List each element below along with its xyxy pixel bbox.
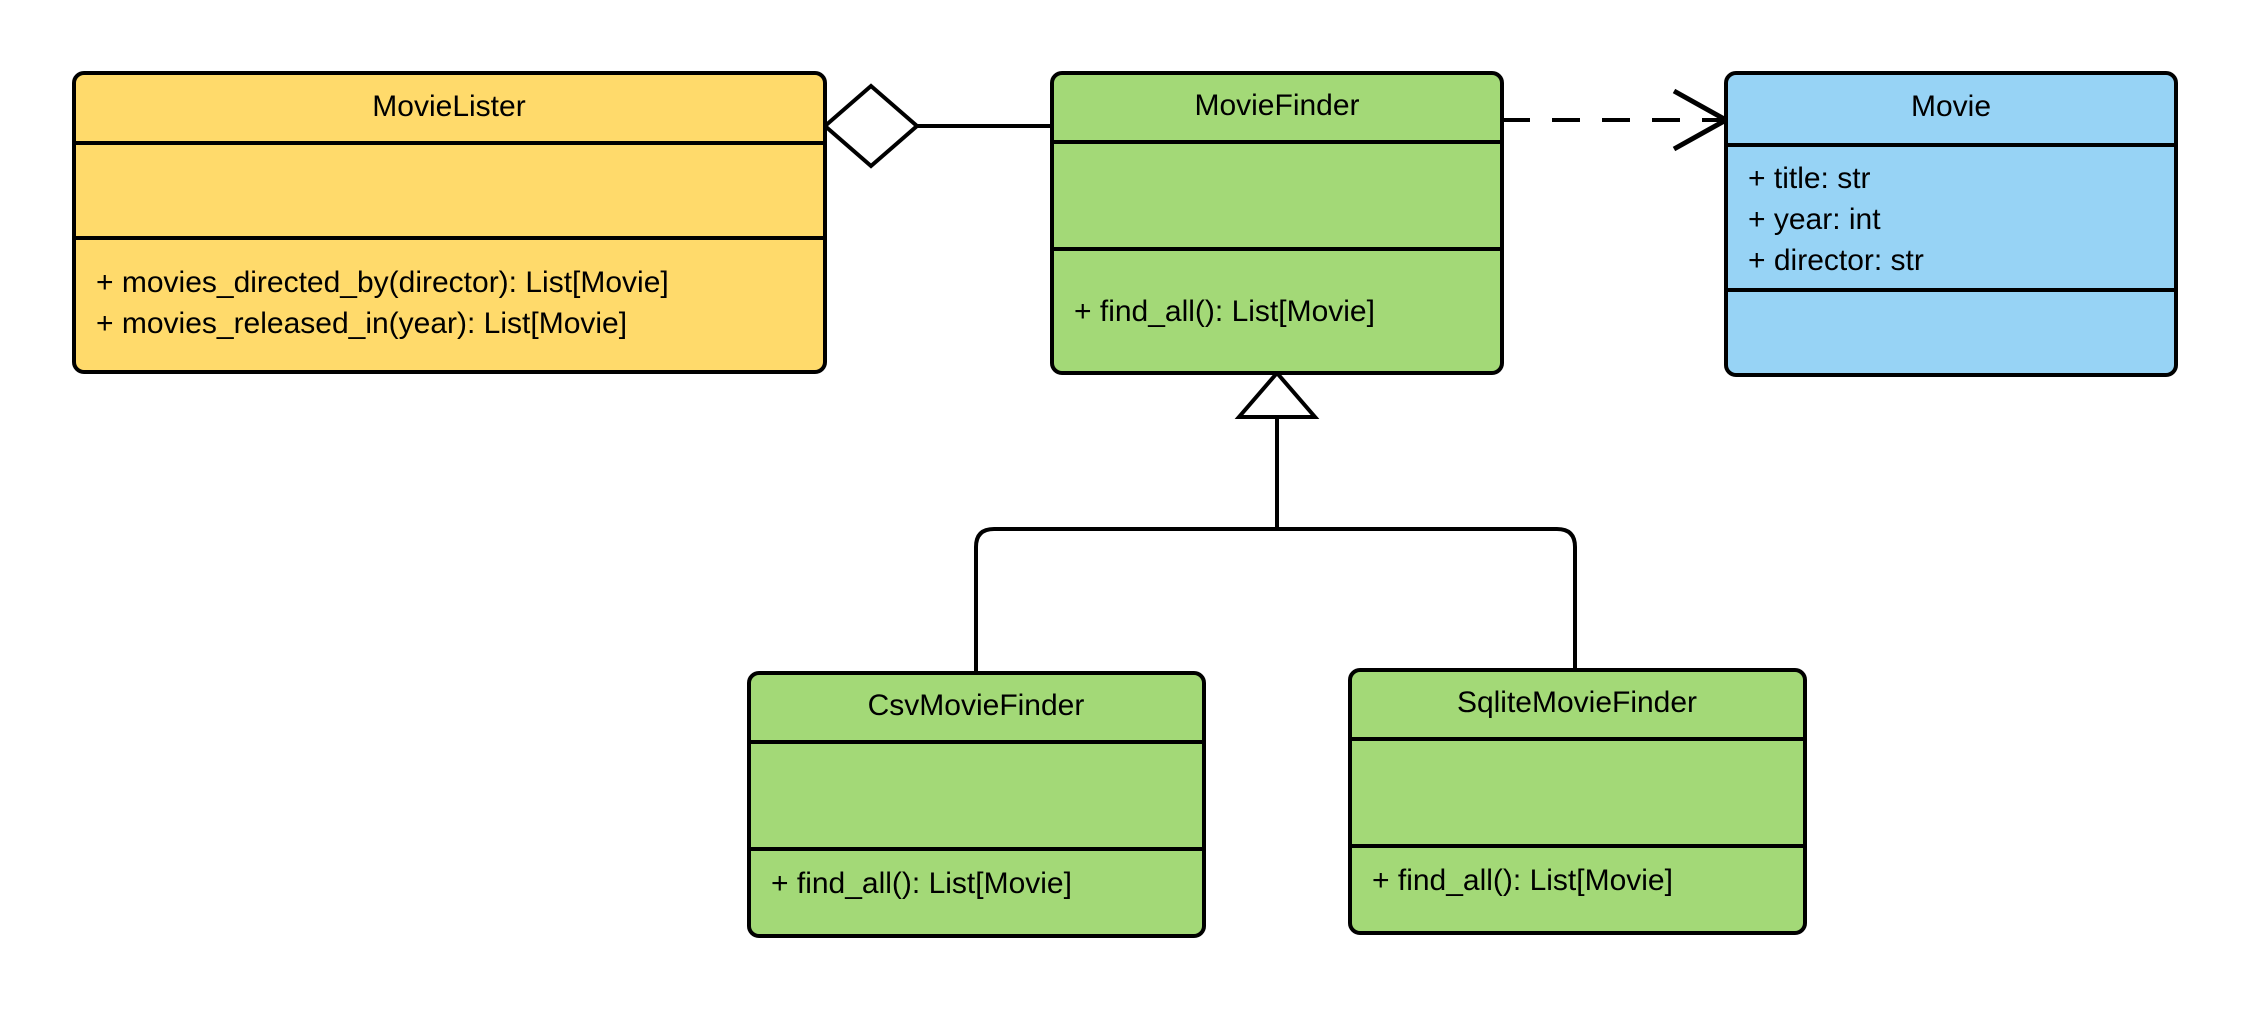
movielister-box-shape xyxy=(72,71,827,374)
sqlitemoviefinder-method-0: + find_all(): List[Movie] xyxy=(1372,864,1673,897)
relationship-generalization[interactable] xyxy=(974,369,1577,673)
movie-attribute-2: + director: str xyxy=(1748,244,1924,277)
movielister-method-1: + movies_released_in(year): List[Movie] xyxy=(96,307,627,340)
movie-class-name: Movie xyxy=(1911,90,1991,123)
hollow-triangle-icon xyxy=(1234,369,1320,419)
class-box-sqlitemoviefinder[interactable]: SqliteMovieFinder + find_all(): List[Mov… xyxy=(1348,668,1807,935)
generalization-branch-sqlite xyxy=(1277,527,1577,670)
sqlitemoviefinder-box-shape xyxy=(1348,668,1807,935)
hollow-diamond-icon xyxy=(821,83,921,169)
movie-box-shape xyxy=(1724,71,2178,377)
class-box-moviefinder[interactable]: MovieFinder + find_all(): List[Movie] xyxy=(1050,71,1504,375)
movielister-class-name: MovieLister xyxy=(372,90,525,123)
generalization-branch-csv xyxy=(974,527,1277,673)
movie-attribute-0: + title: str xyxy=(1748,162,1871,195)
moviefinder-box-shape xyxy=(1050,71,1504,375)
relationship-dependency[interactable] xyxy=(1502,88,1732,152)
relationship-aggregation[interactable] xyxy=(821,83,1052,169)
class-box-movie[interactable]: Movie + title: str + year: int + directo… xyxy=(1724,71,2178,377)
class-box-movielister[interactable]: MovieLister + movies_directed_by(directo… xyxy=(72,71,827,374)
csvmoviefinder-box-shape xyxy=(747,671,1206,938)
sqlitemoviefinder-class-name: SqliteMovieFinder xyxy=(1457,686,1697,719)
moviefinder-method-0: + find_all(): List[Movie] xyxy=(1074,295,1375,328)
csvmoviefinder-class-name: CsvMovieFinder xyxy=(868,689,1085,722)
movielister-method-0: + movies_directed_by(director): List[Mov… xyxy=(96,266,669,299)
movie-attribute-1: + year: int xyxy=(1748,203,1881,236)
moviefinder-class-name: MovieFinder xyxy=(1194,89,1359,122)
csvmoviefinder-method-0: + find_all(): List[Movie] xyxy=(771,867,1072,900)
class-box-csvmoviefinder[interactable]: CsvMovieFinder + find_all(): List[Movie] xyxy=(747,671,1206,938)
